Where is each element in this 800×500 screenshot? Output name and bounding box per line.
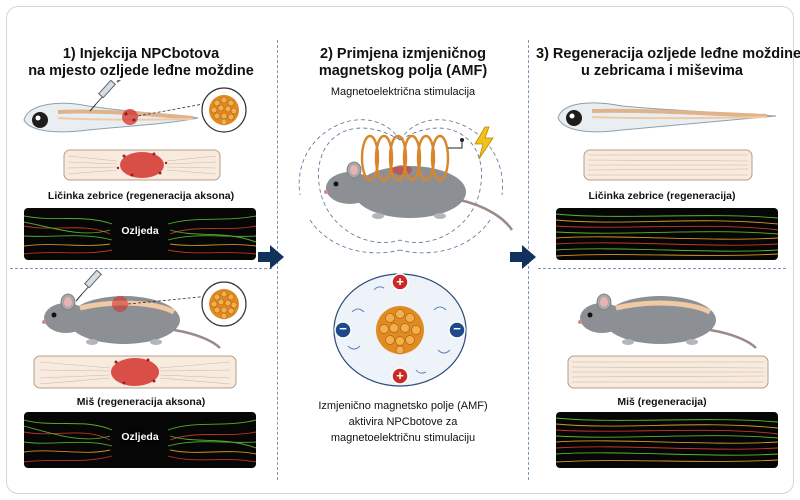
panel2-desc-line2: aktivira NPCbotove za: [348, 416, 458, 428]
lightning-bolt-icon: [474, 126, 494, 160]
zebrafish-caption-injection: Ličinka zebrice (regeneracija aksona): [47, 190, 235, 202]
mouse-caption-regeneration: Miš (regeneracija): [617, 396, 707, 408]
zebrafish-caption-regeneration: Ličinka zebrice (regeneracija): [588, 190, 736, 202]
axon-fluorescence-mouse-regenerated: [556, 412, 778, 468]
panel1-title-line2: na mjesto ozljede leđne moždine: [28, 63, 254, 79]
mouse-regenerated: [578, 293, 757, 349]
zebrafish-larva-regenerated: [557, 102, 777, 133]
flow-arrow-icon: [510, 245, 536, 269]
spinal-cord-segment-mouse-injured: [33, 355, 237, 389]
zebrafish-larva-injected: [23, 102, 204, 133]
spinal-cord-segment-zebrafish-injured: [63, 149, 221, 181]
axon-fluorescence-mouse-injured: [24, 412, 256, 468]
negative-charge-right: −: [453, 321, 461, 336]
syringe-icon: [75, 270, 102, 302]
panel2-title-line2: magnetskog polja (AMF): [318, 63, 488, 79]
panel2-title-line1: 2) Primjena izmjeničnog: [320, 46, 486, 62]
negative-charge-left: −: [339, 321, 347, 336]
panel2-desc-line1: Izmjenično magnetsko polje (AMF): [318, 400, 488, 412]
panel1-title: 1) Injekcija NPCbotova na mjesto ozljede…: [10, 46, 272, 80]
panel1-title-line1: 1) Injekcija NPCbotova: [62, 46, 220, 62]
panel3-title-line2: u zebricama i miševima: [581, 63, 743, 79]
flow-arrow-icon: [258, 245, 284, 269]
panel1-row-divider: [10, 268, 272, 269]
panel3-row-divider: [538, 268, 786, 269]
injury-label-mouse: Ozljeda: [121, 431, 159, 443]
spinal-cord-segment-mouse-regenerated: [567, 355, 769, 389]
panel2-title: 2) Primjena izmjeničnog magnetskog polja…: [290, 46, 516, 80]
panel3-title-line1: 3) Regeneracija ozljede leđne moždine: [536, 46, 800, 62]
npcbot-zoom-mouse: [201, 281, 247, 327]
positive-charge-bottom: +: [396, 368, 404, 383]
spinal-cord-segment-zebrafish-regenerated: [583, 149, 753, 181]
injury-label-zebrafish: Ozljeda: [121, 225, 159, 237]
syringe-icon: [89, 80, 122, 112]
axon-fluorescence-zebrafish-regenerated: [556, 208, 778, 260]
panel2-subtitle: Magnetoelektrična stimulacija: [330, 86, 476, 98]
mouse-caption-injection: Miš (regeneracija aksona): [76, 396, 206, 408]
panel2-desc-line3: magnetoelektričnu stimulaciju: [330, 432, 476, 444]
panel3-title: 3) Regeneracija ozljede leđne moždine u …: [536, 46, 800, 80]
positive-charge-top: +: [396, 274, 404, 289]
mouse-injected: [42, 293, 221, 349]
axon-fluorescence-zebrafish-injured: [24, 208, 256, 260]
npcbot-zoom-injection: [201, 87, 247, 133]
mouse-in-amf-coil: [298, 119, 514, 254]
panel2-description: Izmjenično magnetsko polje (AMF) aktivir…: [290, 398, 516, 446]
npcbot-charge-diagram: [333, 273, 467, 387]
